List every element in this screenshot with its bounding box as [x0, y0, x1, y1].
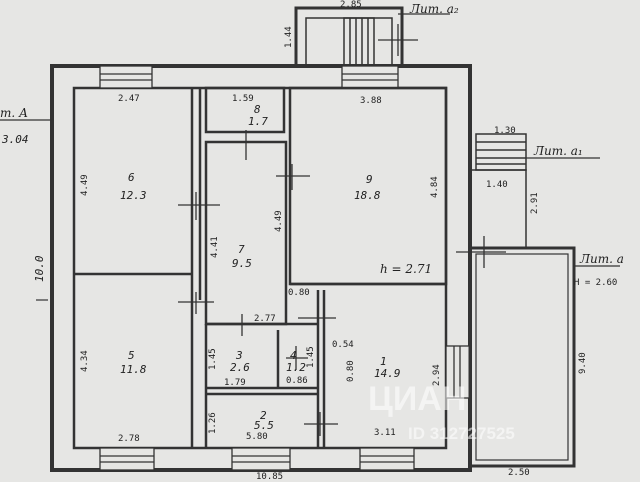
- dim-r7-side-l: 4.41: [210, 236, 220, 258]
- ceiling-height-main: h = 2.71: [380, 262, 433, 276]
- dim-side-ext-h: 2.91: [530, 192, 540, 214]
- stairs-top: [343, 17, 375, 67]
- room-7-number: 7: [238, 243, 245, 256]
- dim-overall-bot: 10.85: [256, 472, 284, 482]
- room-5-number: 5: [128, 349, 135, 362]
- window-bottom-1: [99, 447, 155, 471]
- dim-annex-side: 9.40: [578, 352, 588, 374]
- watermark-id: ID 312727525: [408, 424, 515, 443]
- dim-ext-vert: 1.44: [284, 26, 294, 48]
- dim-r4-side: 1.45: [306, 346, 316, 368]
- interior-walls: [74, 86, 448, 448]
- room-1-area: 14.9: [374, 367, 401, 380]
- dim-side-ext-w: 1.40: [486, 180, 508, 190]
- room-8-area: 1.7: [248, 115, 268, 128]
- room-1-number: 1: [380, 355, 387, 368]
- dim-top-ext: 2.85: [340, 0, 362, 10]
- dim-r6-side: 4.49: [80, 174, 90, 196]
- dim-annex-bot: 2.50: [508, 468, 530, 478]
- room-3-area: 2.6: [230, 361, 250, 374]
- room-7-area: 9.5: [232, 257, 252, 270]
- window-top-right: [341, 65, 399, 89]
- dim-054: 0.54: [332, 340, 354, 350]
- room-9-area: 18.8: [354, 189, 381, 202]
- opening-marks: [178, 24, 506, 436]
- dim-080b: 0.80: [346, 360, 356, 382]
- ceiling-height-annex: Н = 2.60: [574, 278, 618, 288]
- dim-side-ext-top: 1.30: [494, 126, 516, 136]
- dim-r8-top: 1.59: [232, 94, 254, 104]
- room-4-area: 1.2: [286, 361, 306, 374]
- stairs-side: [475, 133, 527, 171]
- dim-r1-bot: 3.11: [374, 428, 396, 438]
- dim-r5-side: 4.34: [80, 350, 90, 372]
- dim-left-ext: 3.04: [2, 133, 29, 146]
- room-2-area: 5.5: [254, 419, 274, 432]
- dim-r9-top: 3.88: [360, 96, 382, 106]
- dim-r3-side: 1.45: [208, 348, 218, 370]
- window-bottom-3: [359, 447, 415, 471]
- dim-r9-side: 4.84: [430, 176, 440, 198]
- dim-r4-bot: 0.86: [286, 376, 308, 386]
- room-6-area: 12.3: [120, 189, 147, 202]
- room-6-number: 6: [128, 171, 135, 184]
- label-lit-a: Лит. а: [580, 252, 624, 266]
- dim-r6-top: 2.47: [118, 94, 140, 104]
- room-8-number: 8: [254, 103, 261, 116]
- room-3-number: 3: [236, 349, 243, 362]
- dim-overall-left: 10.0: [33, 255, 46, 283]
- dim-080a: 0.80: [288, 288, 310, 298]
- dim-126: 1.26: [208, 412, 218, 434]
- watermark-brand: ЦИАН: [368, 380, 467, 418]
- dim-277: 2.77: [254, 314, 276, 324]
- extension-a2: [294, 6, 404, 68]
- dim-r3-bot: 1.79: [224, 378, 246, 388]
- room-2-number: 2: [260, 409, 267, 422]
- label-lit-a2: Лит. а₂: [410, 2, 459, 16]
- room-4-number: 4: [290, 349, 297, 362]
- dim-r7-side-r: 4.49: [274, 210, 284, 232]
- room-5-area: 11.8: [120, 363, 147, 376]
- window-top-left: [99, 65, 153, 89]
- label-lit-a-left: т. А: [0, 106, 29, 120]
- leader-lines: [0, 13, 620, 301]
- room-9-number: 9: [366, 173, 373, 186]
- dim-r2-bot: 5.80: [246, 432, 268, 442]
- window-bottom-2: [231, 447, 291, 471]
- annex-a-inner: [475, 253, 569, 461]
- label-lit-a1: Лит. а₁: [534, 144, 583, 158]
- dim-r5-bot: 2.78: [118, 434, 140, 444]
- extension-a2-inner: [305, 17, 393, 67]
